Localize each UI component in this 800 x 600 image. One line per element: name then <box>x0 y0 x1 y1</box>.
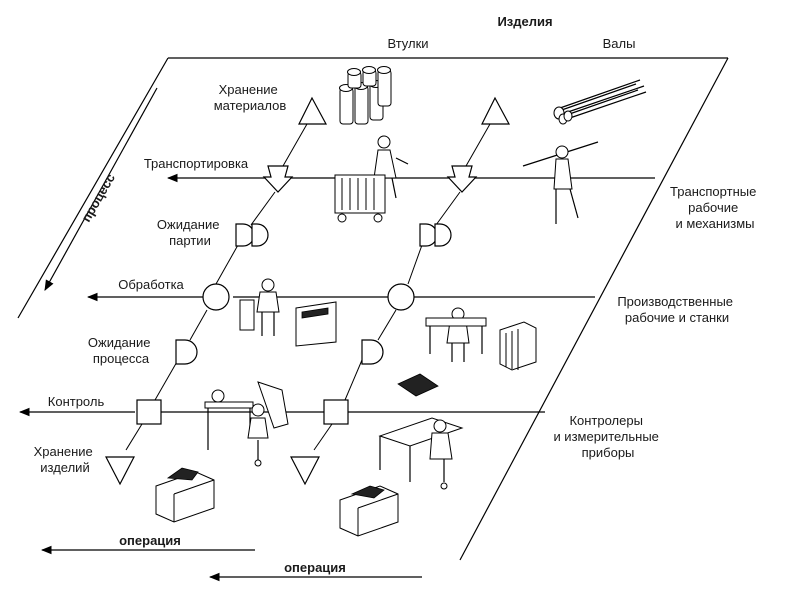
product-box-2-illustration <box>339 485 399 537</box>
shafts-header: Валы <box>603 36 636 51</box>
operation-label-2: операция <box>284 560 346 575</box>
operation-circle-1 <box>202 283 230 311</box>
process-chain-shafts <box>313 123 491 451</box>
transport-arrow-symbol-2 <box>446 165 478 193</box>
storage-triangle-down-1 <box>105 456 135 486</box>
control-square-1 <box>136 399 162 425</box>
stage-material-storage-label: Хранение материалов <box>214 82 287 113</box>
bushings-stack-illustration <box>339 66 392 125</box>
storage-triangle-down-2 <box>290 456 320 486</box>
products-header: Изделия <box>497 14 552 29</box>
stage-transport-label: Транспортировка <box>144 156 249 171</box>
transport-arrow-symbol-1 <box>262 165 294 193</box>
resource-production-label: Производственные рабочие и станки <box>617 294 736 325</box>
inspector-2-illustration <box>378 417 464 490</box>
stage-control-label: Контроль <box>48 394 105 409</box>
process-chain-bushings <box>125 123 308 451</box>
stage-process-waiting-label: Ожидание процесса <box>88 335 154 366</box>
operation-label-1: операция <box>119 533 181 548</box>
stage-product-storage-label: Хранение изделий <box>34 444 97 475</box>
bushings-header: Втулки <box>387 36 428 51</box>
stage-batch-waiting-label: Ожидание партии <box>157 217 223 248</box>
cart-worker-illustration <box>334 135 409 223</box>
production-worker-2-illustration <box>397 307 537 397</box>
shaft-carrier-illustration <box>522 141 599 224</box>
stage-processing-label: Обработка <box>118 277 184 292</box>
storage-triangle-2 <box>481 96 511 125</box>
storage-triangle-1 <box>298 96 328 125</box>
process-axis-arrow <box>44 87 158 291</box>
process-wait-d-2 <box>361 339 384 365</box>
resource-transport-label: Транспортные рабочие и механизмы <box>670 184 760 231</box>
production-worker-1-illustration <box>239 278 337 347</box>
product-box-1-illustration <box>155 467 215 523</box>
resource-inspection-label: Контролеры и измерительные приборы <box>553 413 662 460</box>
frame-right-edge <box>459 57 729 561</box>
inspector-1-illustration <box>204 381 289 467</box>
process-wait-d-1 <box>175 339 198 365</box>
control-square-2 <box>323 399 349 425</box>
operation-circle-2 <box>387 283 415 311</box>
diagram-frame <box>17 57 729 561</box>
batch-wait-d-2b <box>434 223 452 247</box>
batch-wait-d-1b <box>251 223 269 247</box>
shafts-bundle-illustration <box>553 79 647 125</box>
frame-left-edge <box>17 57 169 319</box>
batch-wait-d-1a <box>235 223 255 247</box>
